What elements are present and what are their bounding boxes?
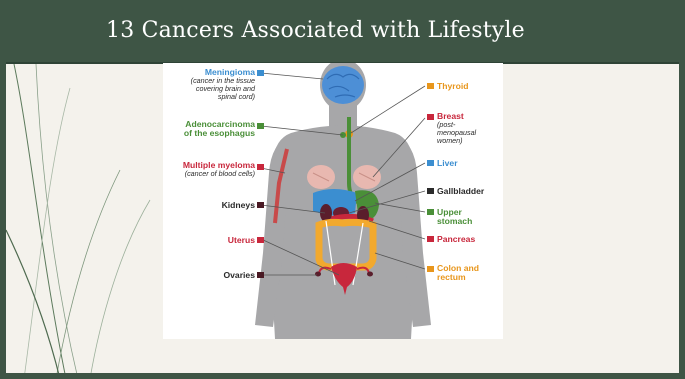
label-adenocarcinoma-line2: of the esophagus: [184, 129, 255, 138]
adenocarcinoma-marker: [257, 123, 264, 129]
ovaries-marker: [257, 272, 264, 278]
label-colon-line2: rectum: [437, 273, 479, 282]
myeloma-marker: [257, 164, 264, 170]
label-multiple-myeloma: Multiple myeloma (cancer of blood cells): [183, 161, 255, 178]
gallbladder-marker: [427, 188, 434, 194]
label-ovaries: Ovaries: [223, 271, 255, 280]
brain-icon: [322, 66, 364, 104]
label-thyroid: Thyroid: [437, 82, 469, 91]
label-breast: Breast (post- menopausal women): [437, 112, 476, 145]
breast-marker: [427, 114, 434, 120]
colon-marker: [427, 266, 434, 272]
anatomy-illustration: [163, 63, 503, 339]
liver-marker: [427, 160, 434, 166]
pancreas-marker: [427, 236, 434, 242]
upper-stomach-marker: [427, 209, 434, 215]
label-upper-stomach: Upper stomach: [437, 208, 472, 226]
meningioma-marker: [257, 70, 264, 76]
diagram-panel: Meningioma (cancer in the tissue coverin…: [163, 63, 503, 339]
label-breast-sub3: women): [437, 137, 476, 145]
thyroid-marker: [427, 83, 434, 89]
label-meningioma: Meningioma (cancer in the tissue coverin…: [191, 68, 255, 101]
label-liver: Liver: [437, 159, 458, 168]
label-meningioma-sub3: spinal cord): [191, 93, 255, 101]
label-pancreas: Pancreas: [437, 235, 475, 244]
label-upper-stomach-line2: stomach: [437, 217, 472, 226]
uterus-marker: [257, 237, 264, 243]
label-colon-rectum: Colon and rectum: [437, 264, 479, 282]
kidneys-marker: [257, 202, 264, 208]
label-gallbladder: Gallbladder: [437, 187, 484, 196]
label-uterus: Uterus: [228, 236, 255, 245]
label-myeloma-sub: (cancer of blood cells): [183, 170, 255, 178]
label-adenocarcinoma: Adenocarcinoma of the esophagus: [184, 120, 255, 138]
label-kidneys: Kidneys: [222, 201, 255, 210]
